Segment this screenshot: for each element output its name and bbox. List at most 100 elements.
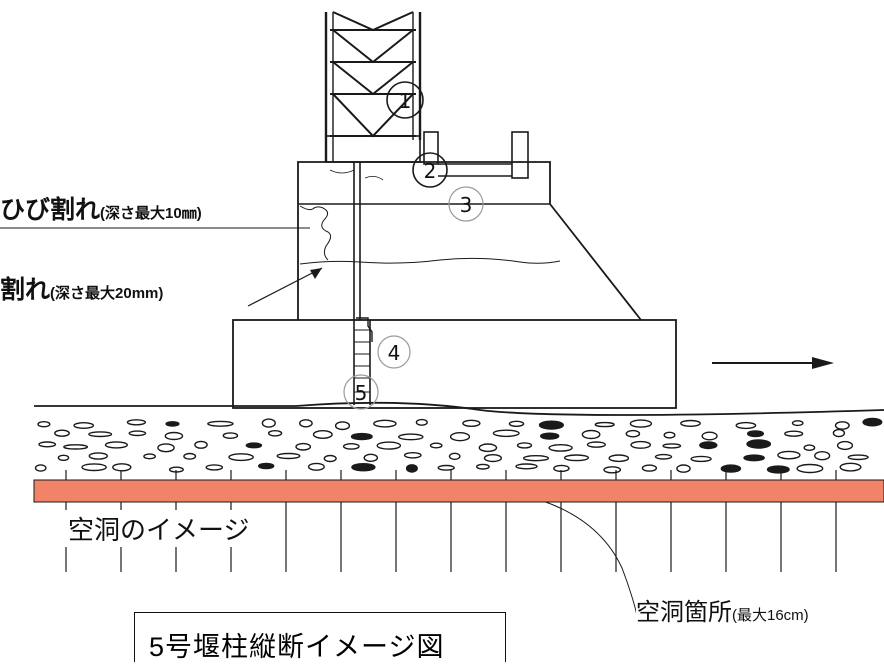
- gravel-stone: [373, 419, 397, 428]
- gravel-stone: [791, 420, 804, 427]
- gravel-stone: [553, 464, 570, 473]
- gravel-stone: [54, 429, 70, 437]
- flow-arrow: [712, 357, 834, 369]
- gravel-stone: [34, 464, 47, 472]
- gravel-stone: [839, 462, 862, 472]
- cavity-location-label: 空洞箇所(最大16cm): [636, 592, 809, 627]
- gravel-stone: [563, 454, 590, 462]
- gravel-stone: [483, 454, 502, 463]
- gravel-layer: [34, 417, 883, 474]
- gravel-stone: [207, 420, 234, 427]
- gravel-stone: [205, 464, 224, 471]
- gravel-stone: [222, 432, 239, 439]
- gravel-stone: [747, 430, 765, 438]
- gravel-stone: [784, 430, 804, 437]
- gravel-stone: [662, 443, 682, 449]
- gravel-stone: [641, 464, 658, 472]
- gravel-stone: [581, 429, 601, 440]
- crack-label-1: ひび割れ(深さ最大10㎜): [0, 196, 202, 224]
- gravel-stone: [307, 462, 325, 471]
- gravel-stone: [88, 431, 113, 438]
- gravel-stone: [312, 430, 333, 440]
- gravel-stone: [437, 464, 455, 471]
- gravel-stone: [680, 419, 701, 428]
- diagram-canvas: 1 2 3 4 5 ひび割れ(深さ最大10㎜) 割れ(深さ最大20mm) 空洞の…: [0, 11, 884, 662]
- gravel-stone: [608, 454, 630, 463]
- svg-text:5: 5: [355, 381, 368, 405]
- cavity-image-label: 空洞のイメージ: [64, 510, 254, 547]
- gravel-stone: [165, 421, 180, 427]
- gravel-stone: [515, 463, 538, 470]
- gravel-stone: [492, 429, 520, 438]
- figure-title: 5号堰柱縦断イメージ図: [134, 612, 506, 662]
- gravel-stone: [128, 430, 147, 437]
- marker-1: 1: [386, 81, 424, 119]
- gravel-stone: [415, 418, 428, 426]
- gravel-stone: [295, 442, 312, 451]
- pier-base: [232, 317, 677, 409]
- gravel-stone: [164, 431, 184, 441]
- svg-text:4: 4: [388, 341, 401, 365]
- gravel-stone: [168, 466, 184, 473]
- gravel-stone: [323, 454, 337, 463]
- gravel-stone: [57, 454, 70, 461]
- gravel-stone: [351, 463, 376, 472]
- gravel-stone: [630, 440, 652, 449]
- gravel-stone: [334, 421, 351, 431]
- gravel-stone: [847, 454, 869, 461]
- gravel-stone: [746, 439, 772, 449]
- gravel-stone: [508, 420, 525, 427]
- gravel-stone: [261, 418, 276, 428]
- gravel-stone: [777, 450, 801, 460]
- marker-3: 3: [448, 186, 484, 222]
- gravel-stone: [796, 463, 824, 474]
- gravel-stone: [37, 421, 51, 428]
- gravel-stone: [126, 419, 147, 426]
- gravel-stone: [478, 443, 498, 453]
- leader-cavity: [539, 499, 639, 621]
- gravel-stone: [462, 419, 481, 427]
- leader-crack2: [247, 267, 323, 307]
- ground-surface: [34, 401, 884, 416]
- marker-5: 5: [343, 374, 379, 410]
- crack-label-2: 割れ(深さ最大20mm): [0, 276, 164, 304]
- gravel-stone: [350, 432, 373, 441]
- gravel-stone: [276, 452, 301, 460]
- gravel-stone: [862, 417, 883, 427]
- gravel-stone: [258, 462, 275, 470]
- gate-machinery: [423, 131, 529, 179]
- gravel-stone: [540, 432, 560, 440]
- gravel-stone: [603, 466, 622, 474]
- gravel-stone: [267, 429, 283, 437]
- gravel-stone: [803, 444, 816, 452]
- gravel-stone: [38, 441, 57, 448]
- gravel-stone: [522, 455, 550, 462]
- gravel-stone: [183, 452, 197, 460]
- gravel-stone: [594, 421, 615, 428]
- cavity-band: [33, 479, 884, 503]
- gravel-stone: [516, 442, 533, 449]
- gravel-stone: [663, 431, 676, 439]
- gravel-stone: [832, 428, 846, 438]
- svg-text:3: 3: [460, 193, 473, 217]
- gravel-stone: [814, 451, 831, 461]
- gravel-stone: [363, 453, 379, 462]
- gravel-stone: [403, 451, 422, 459]
- gravel-stone: [720, 464, 742, 473]
- gravel-stone: [245, 442, 263, 449]
- steel-tower: [324, 11, 422, 163]
- gravel-stone: [836, 440, 854, 451]
- gravel-stone: [701, 431, 718, 441]
- gravel-stone: [228, 453, 254, 462]
- gravel-stone: [63, 444, 89, 450]
- gravel-stone: [743, 454, 765, 462]
- marker-4: 4: [377, 335, 411, 369]
- gravel-stone: [376, 441, 402, 450]
- svg-text:1: 1: [399, 89, 412, 113]
- gravel-stone: [88, 452, 109, 460]
- gravel-stone: [586, 441, 606, 448]
- gravel-stone: [690, 455, 712, 463]
- gravel-stone: [654, 453, 673, 460]
- gravel-stone: [194, 440, 208, 449]
- gravel-stone: [157, 443, 175, 453]
